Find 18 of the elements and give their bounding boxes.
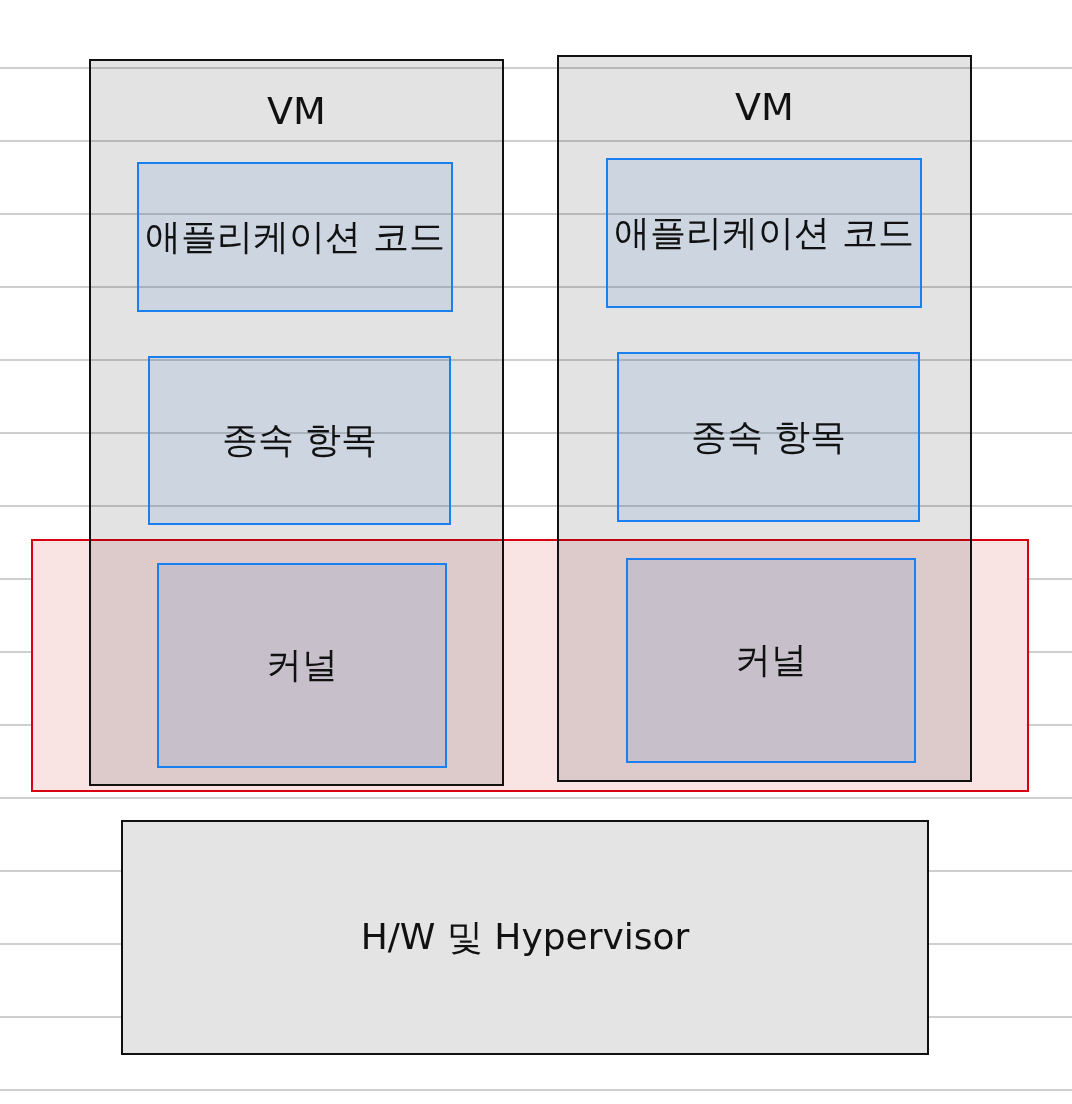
layer-box — [137, 162, 453, 312]
box-label: 종속 항목 — [221, 418, 378, 462]
box-label: 커널 — [735, 638, 807, 682]
platform-box — [121, 820, 929, 1055]
box-title: VM — [734, 85, 795, 129]
layer-box — [606, 158, 922, 308]
box-label: H/W 및 Hypervisor — [360, 915, 690, 959]
layer-box — [148, 356, 451, 525]
layer-box — [157, 563, 447, 768]
layer-box — [617, 352, 920, 522]
vm-box — [89, 59, 504, 786]
box-title: VM — [266, 89, 327, 133]
box-label: 애플리케이션 코드 — [145, 214, 445, 259]
layer-box — [626, 558, 916, 763]
box-label: 애플리케이션 코드 — [614, 210, 914, 255]
vm-box — [557, 55, 972, 782]
box-label: 종속 항목 — [690, 414, 847, 459]
box-label: 커널 — [266, 643, 338, 687]
